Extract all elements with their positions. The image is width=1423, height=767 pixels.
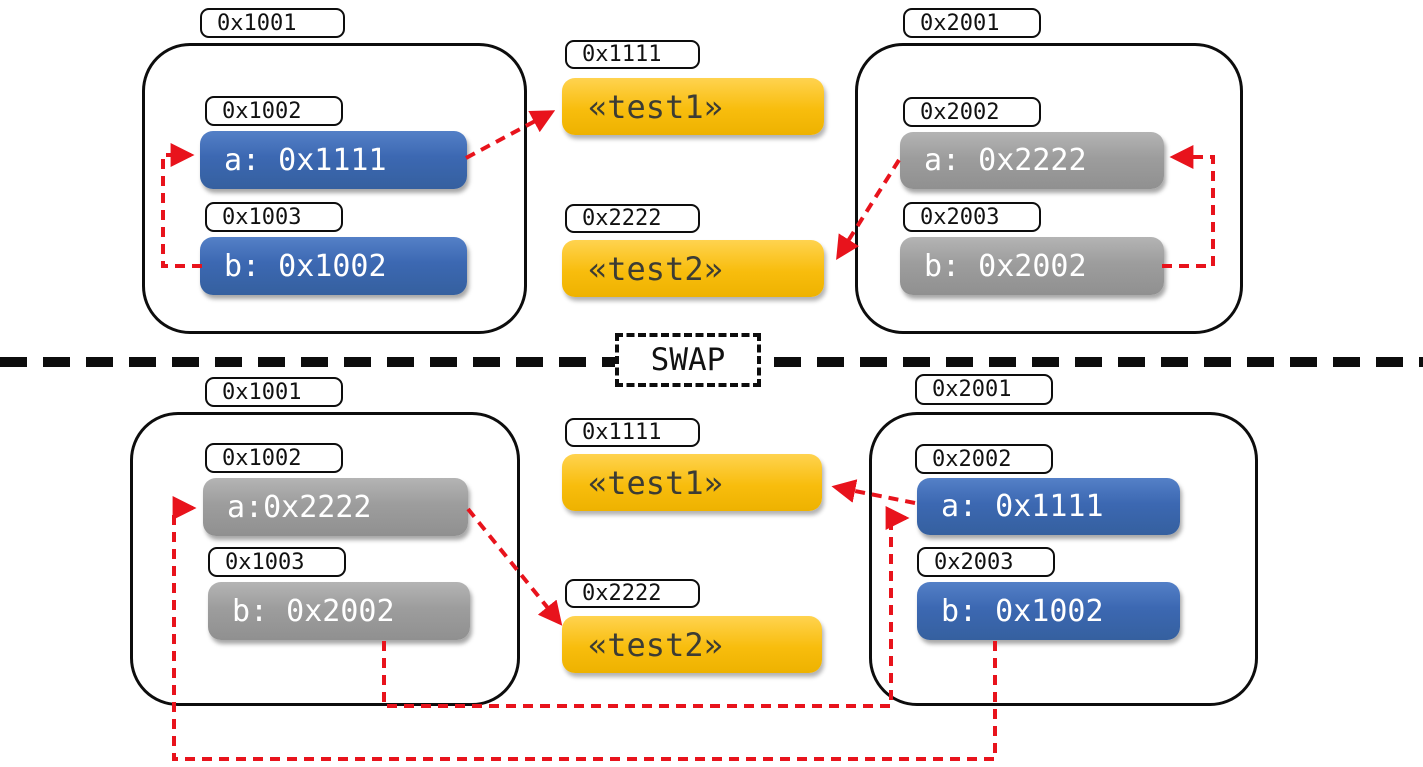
variable-slot: b: 0x2002 xyxy=(900,237,1164,295)
address-text: 0x1111 xyxy=(582,42,662,67)
string-object-box: «test2» xyxy=(562,616,822,673)
address-text: 0x1111 xyxy=(582,420,662,445)
variable-slot: a: 0x2222 xyxy=(900,132,1164,189)
slot-value: b: 0x1002 xyxy=(941,593,1104,629)
variable-slot: a:0x2222 xyxy=(203,478,468,536)
address-text: 0x2001 xyxy=(920,10,1000,36)
address-tab-slot: 0x2003 xyxy=(903,202,1041,232)
address-tab-object: 0x1001 xyxy=(205,377,343,407)
address-text: 0x1001 xyxy=(217,10,297,36)
address-tab-string: 0x2222 xyxy=(565,204,700,233)
slot-value: a: 0x1111 xyxy=(941,489,1104,524)
string-value: «test1» xyxy=(588,87,723,126)
address-tab-object: 0x1001 xyxy=(200,8,345,38)
address-text: 0x1002 xyxy=(222,445,302,471)
variable-slot: b: 0x1002 xyxy=(200,237,467,295)
string-value: «test2» xyxy=(588,625,723,664)
string-object-box: «test1» xyxy=(562,454,822,511)
string-value: «test2» xyxy=(588,249,723,288)
address-tab-slot: 0x2003 xyxy=(917,547,1055,577)
address-tab-slot: 0x2002 xyxy=(915,444,1053,474)
address-tab-string: 0x2222 xyxy=(565,579,700,608)
address-text: 0x2002 xyxy=(932,446,1012,472)
swap-label-box: SWAP xyxy=(615,333,761,387)
slot-value: b: 0x2002 xyxy=(924,248,1087,284)
address-tab-object: 0x2001 xyxy=(903,8,1041,38)
slot-value: b: 0x1002 xyxy=(224,248,387,284)
string-value: «test1» xyxy=(588,463,723,502)
slot-value: a:0x2222 xyxy=(227,489,372,525)
address-tab-object: 0x2001 xyxy=(915,374,1053,405)
address-tab-slot: 0x1002 xyxy=(205,443,343,473)
address-text: 0x1003 xyxy=(225,549,305,575)
address-tab-slot: 0x2002 xyxy=(903,97,1041,127)
address-text: 0x2003 xyxy=(920,204,1000,230)
variable-slot: a: 0x1111 xyxy=(917,478,1180,535)
address-text: 0x1001 xyxy=(222,379,302,405)
address-text: 0x2003 xyxy=(934,549,1014,575)
address-tab-string: 0x1111 xyxy=(565,418,700,447)
variable-slot: a: 0x1111 xyxy=(200,131,467,189)
address-tab-slot: 0x1002 xyxy=(205,96,343,126)
variable-slot: b: 0x2002 xyxy=(208,582,470,640)
string-object-box: «test2» xyxy=(562,240,824,297)
address-text: 0x1002 xyxy=(222,98,302,124)
slot-value: a: 0x2222 xyxy=(924,143,1087,178)
slot-value: b: 0x2002 xyxy=(232,593,395,629)
slot-value: a: 0x1111 xyxy=(224,142,387,178)
address-text: 0x2002 xyxy=(920,99,1000,125)
variable-slot: b: 0x1002 xyxy=(917,582,1180,640)
swap-label: SWAP xyxy=(650,342,726,378)
address-tab-string: 0x1111 xyxy=(565,40,700,69)
address-text: 0x2222 xyxy=(582,206,662,231)
address-text: 0x2222 xyxy=(582,581,662,606)
address-tab-slot: 0x1003 xyxy=(205,202,343,232)
address-text: 0x1003 xyxy=(222,204,302,230)
address-tab-slot: 0x1003 xyxy=(208,547,346,577)
string-object-box: «test1» xyxy=(562,78,824,135)
address-text: 0x2001 xyxy=(932,377,1012,402)
